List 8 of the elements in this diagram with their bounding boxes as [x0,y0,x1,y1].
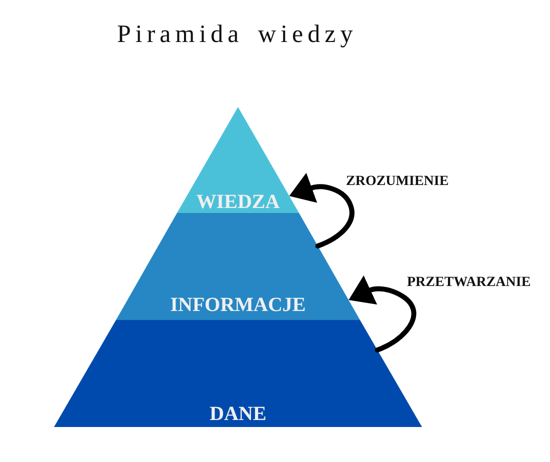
level-label: WIEDZA [196,193,280,211]
level-label: INFORMACJE [170,296,306,314]
title: Piramida wiedzy [117,22,358,47]
level-label: DANE [210,405,266,423]
edge-label: ZROZUMIENIE [346,175,449,189]
pyramid-level [116,213,360,320]
curved-arrow [288,172,354,248]
pyramid-level [54,320,422,427]
